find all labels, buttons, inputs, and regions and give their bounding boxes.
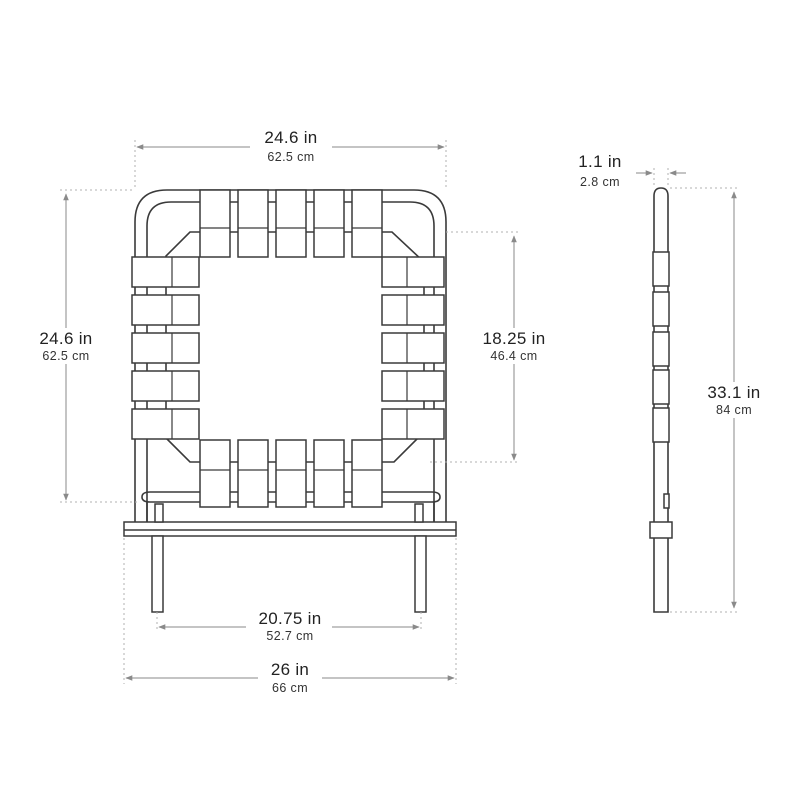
right-pads: [381, 256, 445, 440]
base-width-imperial: 26 in: [271, 660, 309, 679]
right-leg: [414, 535, 427, 613]
side-base-clamp: [649, 521, 673, 539]
top-pads: [199, 189, 383, 258]
left-clamp: [154, 503, 164, 523]
side-height-metric: 84 cm: [716, 403, 752, 417]
left-leg: [151, 535, 164, 613]
left-pads: [131, 256, 200, 440]
left-height-imperial: 24.6 in: [39, 329, 92, 348]
inner-height-imperial: 18.25 in: [483, 329, 546, 348]
side-clip: [663, 493, 670, 509]
side-pad: [652, 331, 670, 367]
side-depth-metric: 2.8 cm: [580, 175, 620, 189]
dimension-labels: 24.6 in 62.5 cm 24.6 in 62.5 cm 18.25 in…: [28, 126, 770, 696]
base-width-metric: 66 cm: [272, 681, 308, 695]
top-width-imperial: 24.6 in: [264, 128, 317, 147]
top-width-metric: 62.5 cm: [267, 150, 314, 164]
side-pad: [652, 369, 670, 405]
base-platform: [123, 521, 457, 537]
inner-height-metric: 46.4 cm: [490, 349, 537, 363]
side-depth-imperial: 1.1 in: [578, 152, 621, 171]
side-tube: [653, 187, 669, 613]
leg-spacing-imperial: 20.75 in: [259, 609, 322, 628]
right-clamp: [414, 503, 424, 523]
left-height-metric: 62.5 cm: [42, 349, 89, 363]
side-pad: [652, 251, 670, 287]
front-view: [123, 189, 457, 613]
side-pad: [652, 407, 670, 443]
lower-crossbar: [141, 491, 441, 503]
side-height-imperial: 33.1 in: [707, 383, 760, 402]
side-pad: [652, 291, 670, 327]
leg-spacing-metric: 52.7 cm: [266, 629, 313, 643]
side-view: [649, 187, 673, 613]
bottom-pads: [199, 439, 383, 508]
